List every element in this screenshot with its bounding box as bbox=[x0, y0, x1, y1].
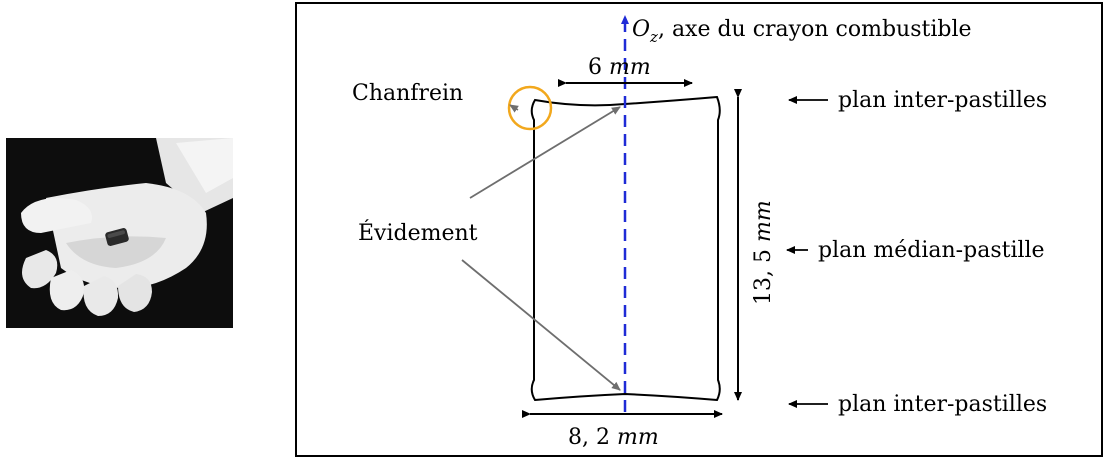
chamfer-pointer bbox=[509, 104, 519, 113]
plane-mid-label: plan médian-pastille bbox=[818, 238, 1045, 263]
recess-pointer-bottom bbox=[461, 259, 621, 391]
top-width-label: 6 mm bbox=[588, 55, 651, 80]
chamfer-circle bbox=[507, 85, 553, 131]
plane-top-label: plan inter-pastilles bbox=[838, 88, 1047, 113]
fuel-pellet-photo bbox=[6, 138, 233, 328]
plane-bottom-label: plan inter-pastilles bbox=[838, 392, 1047, 417]
recess-pointer-top bbox=[469, 106, 621, 199]
pellet-outline bbox=[530, 95, 721, 402]
recess-label: Évidement bbox=[358, 219, 478, 246]
bottom-width-label: 8, 2 mm bbox=[568, 425, 659, 450]
chamfer-label: Chanfrein bbox=[352, 81, 463, 106]
axis-label: Oz, axe du crayon combustible bbox=[632, 17, 972, 46]
height-label: 13, 5 mm bbox=[751, 200, 776, 305]
diagram-frame bbox=[295, 2, 1103, 457]
